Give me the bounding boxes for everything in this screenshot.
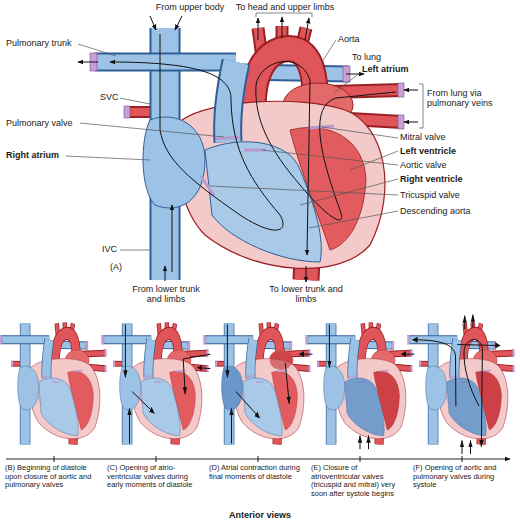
leader-lines xyxy=(120,98,150,104)
panel-caption: (B) Beginning of diastole upon closure o… xyxy=(5,464,102,490)
flow-arrows xyxy=(165,266,166,281)
panel-d-heart xyxy=(299,354,312,355)
panel-c-heart xyxy=(197,367,210,369)
panel-f-heart xyxy=(464,340,482,447)
panel-f-heart xyxy=(413,340,456,406)
leader-lines xyxy=(322,40,336,62)
anatomy-label: Left ventricle xyxy=(400,146,510,156)
flow-arrows xyxy=(404,90,418,91)
anatomy-label: Descending aorta xyxy=(400,206,510,216)
panel-d-heart xyxy=(285,363,289,404)
panel-caption: (F) Opening of aortic and pulmonary valv… xyxy=(413,464,513,490)
leader-lines xyxy=(322,127,398,138)
panel-c-heart xyxy=(125,324,126,377)
figure-caption: Anterior views xyxy=(0,510,520,520)
leader-lines xyxy=(419,84,423,128)
flow-arrows xyxy=(172,205,173,272)
panel-f-heart xyxy=(464,316,465,329)
panel-b-heart xyxy=(0,322,106,444)
panel-d-heart xyxy=(204,322,311,444)
leader-lines xyxy=(78,44,116,56)
panel-a-heart xyxy=(90,26,404,280)
anatomy-label: Aortic valve xyxy=(400,160,510,170)
panel-e-heart xyxy=(329,324,330,367)
anatomy-label: Left atrium xyxy=(362,64,432,74)
panel-c-heart xyxy=(132,392,154,414)
leader-lines xyxy=(210,186,398,195)
leader-lines xyxy=(80,123,224,137)
panel-f-heart xyxy=(408,322,515,444)
panel-d-heart xyxy=(227,324,228,377)
flow-arrows xyxy=(282,17,283,38)
anatomy-label: From lung via pulmonary veins xyxy=(427,88,517,109)
leader-lines xyxy=(256,13,312,17)
leader-lines xyxy=(66,156,150,160)
anatomy-label: Pulmonary trunk xyxy=(6,38,86,48)
panel-a-heart xyxy=(66,13,423,282)
anatomy-label: Mitral valve xyxy=(400,132,510,142)
panel-f-heart xyxy=(472,315,473,327)
panel-f-heart xyxy=(476,371,502,430)
flow-arrows xyxy=(258,18,259,40)
panel-e-heart xyxy=(368,436,369,449)
timeline-arrow xyxy=(6,456,510,462)
flow-arrows xyxy=(256,61,396,255)
panel-d-heart xyxy=(270,351,292,370)
panel-f-heart xyxy=(470,441,471,454)
anatomy-label: Right atrium xyxy=(6,150,86,160)
anatomy-label: Right ventricle xyxy=(400,174,510,184)
leader-lines xyxy=(335,73,360,92)
leader-lines xyxy=(262,150,398,165)
panel-e-heart xyxy=(306,322,415,449)
panel-e-heart xyxy=(401,354,414,355)
flow-arrows xyxy=(150,16,156,30)
anatomy-label: Pulmonary valve xyxy=(6,118,86,128)
panel-d-heart xyxy=(222,366,243,410)
flow-arrows xyxy=(110,34,283,230)
panel-c-heart xyxy=(183,354,210,394)
panel-c-heart xyxy=(102,322,211,444)
flow-arrows xyxy=(78,62,98,63)
panel-e-heart xyxy=(360,436,361,449)
anatomy-label: Aorta xyxy=(338,34,398,44)
flow-arrows xyxy=(346,74,364,75)
flow-arrows xyxy=(78,16,418,282)
anatomy-label: IVC xyxy=(102,244,132,254)
anatomy-label: Tricuspid valve xyxy=(400,190,510,200)
flow-arrows xyxy=(404,122,418,123)
leader-lines xyxy=(309,211,398,228)
panel-caption: (E) Closure of atrioventricular valves (… xyxy=(311,464,408,499)
anatomy-label: To head and upper limbs xyxy=(230,2,340,12)
panel-b-heart xyxy=(0,322,106,444)
panel-c-heart xyxy=(129,408,130,443)
anatomy-label: (A) xyxy=(110,262,134,272)
flow-arrows xyxy=(175,16,182,30)
timeline-arrow xyxy=(54,456,462,462)
panel-f-heart xyxy=(462,441,463,454)
anatomy-label: From lower trunk and limbs xyxy=(126,284,206,305)
leader-lines xyxy=(300,179,398,205)
panel-d-heart xyxy=(204,322,313,444)
anatomy-label: From upper body xyxy=(150,2,230,12)
panel-f-heart xyxy=(408,315,515,454)
panel-caption: (C) Opening of atrio- ventricular valves… xyxy=(107,464,204,490)
leader-lines xyxy=(66,13,423,250)
leader-lines xyxy=(120,250,150,251)
anatomy-label: SVC xyxy=(100,92,130,102)
anatomy-label: To lung xyxy=(352,52,412,62)
panel-f-heart xyxy=(457,344,500,346)
anatomy-label: To lower trunk and limbs xyxy=(268,284,344,305)
panel-caption: (D) Atrial contraction during final mome… xyxy=(209,464,306,481)
panel-e-heart xyxy=(374,371,400,430)
flow-arrows xyxy=(305,18,309,40)
panel-d-heart xyxy=(236,392,260,418)
panel-c-heart xyxy=(102,322,209,444)
panel-d-heart xyxy=(231,408,232,443)
panel-e-heart xyxy=(306,322,413,444)
flow-arrows xyxy=(306,266,307,282)
